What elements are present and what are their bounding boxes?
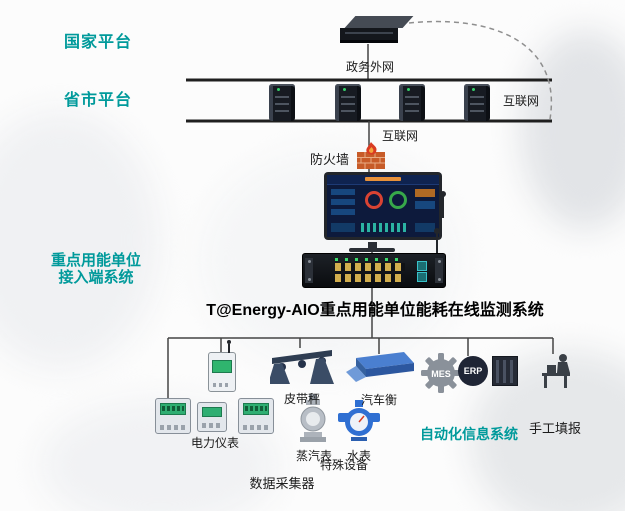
- power-meter-icon: [155, 398, 191, 434]
- label-gov-extranet: 政务外网: [345, 60, 394, 74]
- server-tower-icon: [464, 84, 490, 121]
- background-map-blob: [0, 110, 160, 370]
- label-internet-right: 互联网: [503, 94, 540, 108]
- background-map-blob: [520, 30, 625, 230]
- label-access-system-line2: 接入端系统: [58, 269, 134, 286]
- label-national-platform: 国家平台: [64, 34, 133, 51]
- data-collector-icon: [208, 352, 236, 392]
- server-tower-icon: [335, 84, 361, 121]
- power-meter-icon: [238, 398, 274, 434]
- label-water-meter: 水表: [346, 449, 371, 463]
- truck-scale-icon: [346, 352, 414, 382]
- label-automation-system: 自动化信息系统: [420, 426, 518, 442]
- dashboard-screen: [327, 175, 439, 237]
- label-steam-meter: 蒸汽表: [295, 449, 332, 463]
- steam-meter-icon: [300, 394, 326, 442]
- dashboard-monitor-icon: [324, 172, 442, 240]
- core-switch-icon: [344, 16, 414, 28]
- rack-switch-icon: [302, 253, 446, 288]
- label-firewall: 防火墙: [310, 152, 350, 167]
- firewall-icon: [357, 142, 385, 169]
- internet-bypass-curve: [399, 20, 553, 120]
- mes-gear-icon: MES: [421, 353, 461, 393]
- label-manual-entry: 手工填报: [528, 421, 581, 436]
- belt-scale-icon: [270, 350, 334, 384]
- monitor-stand: [368, 242, 377, 248]
- label-internet-below: 互联网: [381, 129, 418, 143]
- factory-building-icon: [492, 356, 518, 386]
- water-meter-icon: [338, 400, 380, 441]
- erp-circle-icon: ERP: [458, 356, 488, 386]
- switch-antenna-icon: [434, 228, 440, 253]
- label-truck-scale: 汽车衡: [360, 393, 397, 407]
- monitor-antenna-icon: [440, 191, 446, 218]
- erp-icon-text: ERP: [463, 366, 483, 376]
- mes-icon-text: MES: [431, 369, 451, 379]
- power-meter-icon: [197, 402, 227, 432]
- label-power-meter: 电力仪表: [190, 436, 239, 450]
- label-access-system-line1: 重点用能单位: [50, 252, 141, 269]
- server-tower-icon: [269, 84, 295, 121]
- person-at-desk-icon: [542, 354, 570, 388]
- monitor-base: [349, 248, 395, 252]
- server-tower-icon: [399, 84, 425, 121]
- core-switch-icon-front: [340, 28, 398, 43]
- label-provincial-platform: 省市平台: [64, 92, 133, 109]
- system-title: T@Energy-AIO重点用能单位能耗在线监测系统: [206, 302, 544, 319]
- label-data-collector: 数据采集器: [249, 476, 315, 491]
- collector-antenna-icon: [227, 340, 231, 353]
- label-belt-scale: 皮带秤: [283, 392, 320, 406]
- label-special-equipment: 特殊设备: [319, 458, 368, 472]
